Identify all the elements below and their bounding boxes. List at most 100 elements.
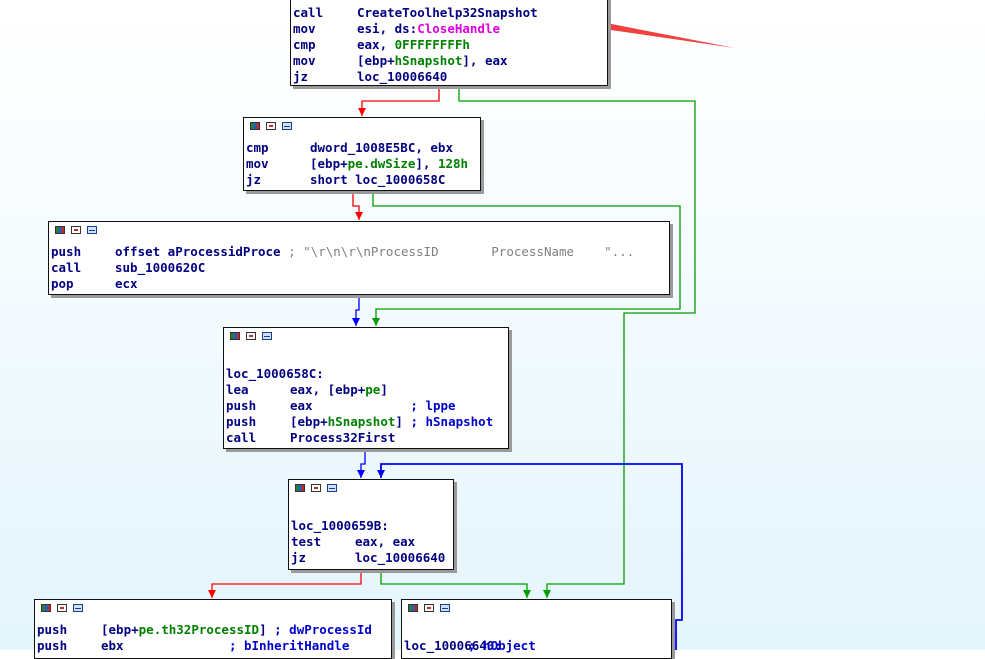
asm-mnemonic: call bbox=[293, 5, 324, 20]
asm-operand: eax, bbox=[357, 37, 395, 52]
color-icon[interactable] bbox=[295, 484, 305, 492]
list-view-icon[interactable] bbox=[327, 484, 337, 492]
asm-mnemonic: jz bbox=[291, 550, 307, 565]
color-icon[interactable] bbox=[55, 226, 65, 234]
node-code: push[ebp+pe.th32ProcessID] ; dwProcessId… bbox=[35, 616, 391, 654]
asm-operand: offset aProcessidProce bbox=[115, 244, 289, 259]
asm-mnemonic: call bbox=[51, 260, 82, 275]
asm-line[interactable]: test eax, eax bbox=[291, 534, 451, 550]
asm-operand: 128h bbox=[437, 156, 469, 171]
asm-mnemonic: cmp bbox=[293, 37, 316, 52]
asm-mnemonic: jz bbox=[293, 69, 309, 84]
asm-operand: eax bbox=[290, 398, 411, 413]
asm-operand: [ebp+ bbox=[290, 414, 328, 429]
asm-operand: short loc_1000658C bbox=[310, 172, 446, 187]
asm-operand: hSnapshot bbox=[327, 414, 396, 429]
graph-view-icon[interactable] bbox=[57, 604, 67, 612]
asm-operand: ; hObject bbox=[468, 638, 536, 653]
asm-mnemonic: push bbox=[37, 638, 68, 653]
list-view-icon[interactable] bbox=[87, 226, 97, 234]
color-icon[interactable] bbox=[230, 332, 240, 340]
asm-operand: [ebp+ bbox=[310, 156, 348, 171]
node-titlebar bbox=[224, 328, 508, 344]
graph-view-icon[interactable] bbox=[246, 332, 256, 340]
color-icon[interactable] bbox=[250, 122, 260, 130]
asm-mnemonic: mov bbox=[246, 156, 269, 171]
graph-view-icon[interactable] bbox=[424, 604, 434, 612]
node-titlebar bbox=[402, 600, 671, 616]
color-icon[interactable] bbox=[41, 604, 51, 612]
asm-operand: pe.dwSize bbox=[347, 156, 416, 171]
list-view-icon[interactable] bbox=[73, 604, 83, 612]
asm-operand: ] bbox=[380, 382, 388, 397]
node-titlebar bbox=[35, 600, 391, 616]
asm-mnemonic: push bbox=[226, 398, 257, 413]
list-view-icon[interactable] bbox=[262, 332, 272, 340]
asm-line[interactable]: mov[ebp+hSnapshot], eax bbox=[293, 53, 605, 69]
color-icon[interactable] bbox=[408, 604, 418, 612]
asm-operand: Process32First bbox=[290, 430, 396, 445]
asm-line[interactable] bbox=[291, 502, 451, 518]
asm-operand: loc_1000658C: bbox=[226, 366, 324, 381]
asm-operand: eax, eax bbox=[355, 534, 416, 549]
node-code: loc_1000659B:test eax, eax jz loc_10006640 bbox=[289, 496, 453, 566]
graph-view-icon[interactable] bbox=[71, 226, 81, 234]
asm-operand: ], bbox=[415, 156, 438, 171]
asm-line[interactable]: jz loc_10006640 bbox=[291, 550, 451, 566]
asm-line[interactable]: loc_1000659B: bbox=[291, 518, 451, 534]
asm-mnemonic: push bbox=[37, 622, 68, 637]
asm-operand: pe bbox=[365, 382, 381, 397]
asm-operand: [ebp+ bbox=[357, 53, 395, 68]
asm-operand: 0FFFFFFFFh bbox=[394, 37, 470, 52]
edge-loop-back bbox=[380, 463, 683, 650]
asm-operand: pe.th32ProcessID bbox=[138, 622, 260, 637]
asm-operand: sub_1000620C bbox=[115, 260, 206, 275]
asm-line[interactable]: push[ebp+pe.th32ProcessID] ; dwProcessId bbox=[37, 622, 389, 638]
asm-line[interactable]: push[ebp+hSnapshot] ; hSnapshot bbox=[226, 414, 506, 430]
asm-line[interactable] bbox=[226, 350, 506, 366]
asm-operand: ; hSnapshot bbox=[410, 414, 494, 429]
asm-mnemonic: lea bbox=[226, 382, 249, 397]
asm-operand: ] bbox=[259, 622, 275, 637]
asm-line[interactable]: loc_10006640: ; hObject bbox=[404, 638, 669, 654]
graph-view-icon[interactable] bbox=[266, 122, 276, 130]
node-test-eax[interactable]: loc_1000659B:test eax, eax jz loc_10006640 bbox=[288, 479, 454, 570]
asm-operand: ecx bbox=[115, 276, 138, 291]
list-view-icon[interactable] bbox=[282, 122, 292, 130]
asm-line[interactable]: loc_1000658C: bbox=[226, 366, 506, 382]
node-close-handle[interactable]: loc_10006640: ; hObject bbox=[401, 599, 672, 659]
graph-view-icon[interactable] bbox=[311, 484, 321, 492]
asm-mnemonic: push bbox=[51, 244, 82, 259]
list-view-icon[interactable] bbox=[440, 604, 450, 612]
asm-line[interactable] bbox=[404, 622, 669, 638]
asm-operand: loc_10006640 bbox=[355, 550, 446, 565]
asm-operand: ], eax bbox=[462, 53, 508, 68]
asm-operand: ebx bbox=[101, 638, 229, 653]
asm-line[interactable]: cmp eax, 0FFFFFFFFh bbox=[293, 37, 605, 53]
node-open-process[interactable]: push[ebp+pe.th32ProcessID] ; dwProcessId… bbox=[34, 599, 392, 659]
asm-mnemonic: test bbox=[291, 534, 322, 549]
asm-line[interactable]: mov [ebp+pe.dwSize], 128h bbox=[246, 156, 478, 172]
asm-mnemonic: cmp bbox=[246, 140, 269, 155]
edge-n5-false bbox=[211, 570, 362, 598]
asm-operand: ; dwProcessId bbox=[274, 622, 372, 637]
asm-line[interactable]: call sub_1000620C bbox=[51, 260, 667, 276]
